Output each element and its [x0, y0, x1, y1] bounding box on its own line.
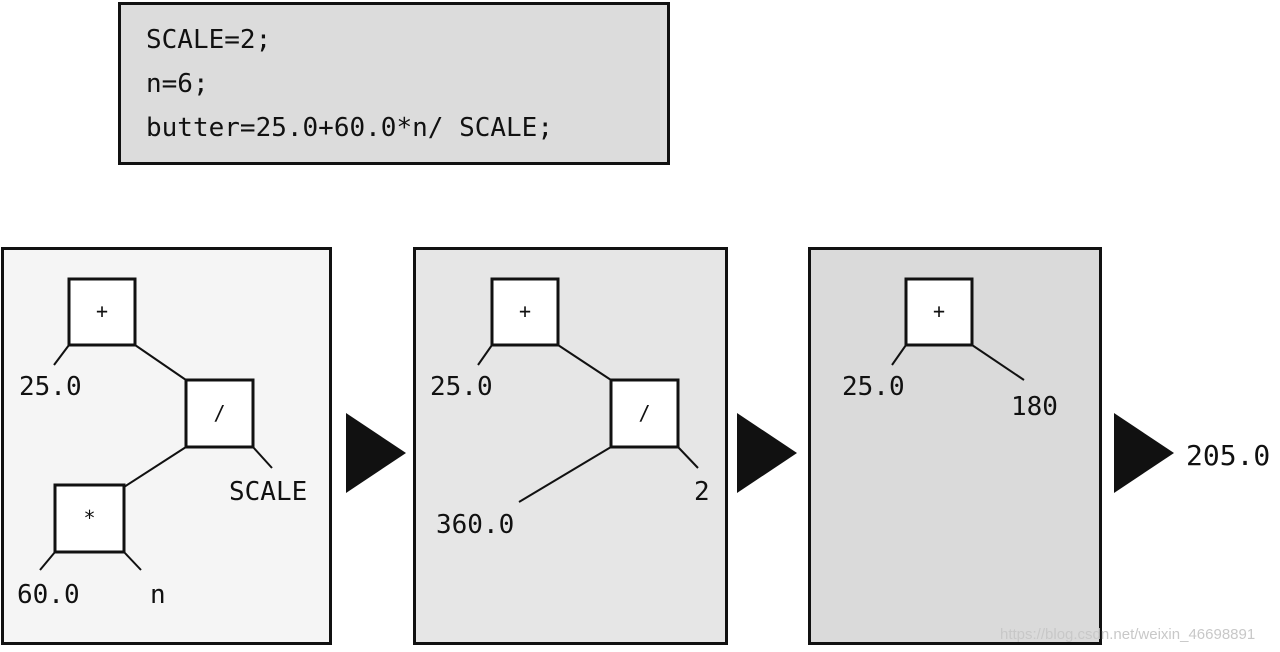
- tree-leaf-25: 25.0: [842, 372, 905, 402]
- edge-plus-left: [891, 344, 907, 366]
- code-box: SCALE=2; n=6; butter=25.0+60.0*n/ SCALE;: [118, 2, 670, 165]
- code-line-n: n=6;: [146, 69, 209, 99]
- arrow-1-icon: [346, 413, 406, 493]
- tree-node-plus-op: +: [519, 299, 531, 323]
- watermark: https://blog.csdn.net/weixin_46698891: [1000, 626, 1256, 643]
- tree-leaf-60: 60.0: [17, 580, 80, 610]
- edge-plus-left: [477, 344, 493, 366]
- tree-panel-3: + 25.0 180: [808, 247, 1102, 645]
- edge-plus-180: [971, 344, 1025, 381]
- tree-node-plus: [67, 277, 137, 347]
- tree-node-div: [609, 378, 680, 449]
- tree-leaf-scale: SCALE: [229, 477, 307, 507]
- tree-node-plus: [490, 277, 560, 347]
- tree-node-div-op: /: [638, 401, 650, 425]
- tree-node-plus-op: +: [933, 299, 945, 323]
- tree-leaf-25: 25.0: [430, 372, 493, 402]
- tree-panel-2: + / 25.0 360.0 2: [413, 247, 728, 645]
- tree-node-mul: [53, 483, 126, 554]
- tree-node-div: [184, 378, 255, 449]
- tree-3-svg: + 25.0 180: [842, 277, 1058, 422]
- tree-node-plus: [904, 277, 974, 347]
- edge-div-mul: [123, 446, 187, 488]
- tree-node-div-op: /: [213, 401, 225, 425]
- edge-div-2: [677, 446, 699, 469]
- tree-panel-1: + / * 25.0 SCALE 60.0 n: [1, 247, 332, 645]
- tree-leaf-25: 25.0: [19, 372, 82, 402]
- tree-node-mul-op: *: [83, 506, 95, 530]
- tree-2-svg: + / 25.0 360.0 2: [430, 277, 710, 540]
- tree-leaf-180: 180: [1011, 392, 1058, 422]
- tree-leaf-360: 360.0: [436, 510, 514, 540]
- edge-plus-div: [134, 344, 187, 381]
- edge-mul-n: [123, 551, 142, 571]
- tree-leaf-n: n: [150, 580, 166, 610]
- arrow-2-icon: [737, 413, 797, 493]
- edge-plus-left: [53, 344, 70, 366]
- arrow-3-icon: [1114, 413, 1174, 493]
- edge-mul-left: [39, 551, 56, 571]
- tree-1-svg: + / * 25.0 SCALE 60.0 n: [17, 277, 307, 610]
- edge-div-360: [518, 446, 612, 503]
- tree-leaf-2: 2: [694, 477, 710, 507]
- code-line-scale: SCALE=2;: [146, 25, 272, 55]
- result-value: 205.0: [1186, 439, 1271, 472]
- tree-node-plus-op: +: [96, 299, 108, 323]
- edge-div-scale: [252, 446, 273, 469]
- edge-plus-div: [557, 344, 612, 381]
- code-line-butter: butter=25.0+60.0*n/ SCALE;: [146, 113, 553, 143]
